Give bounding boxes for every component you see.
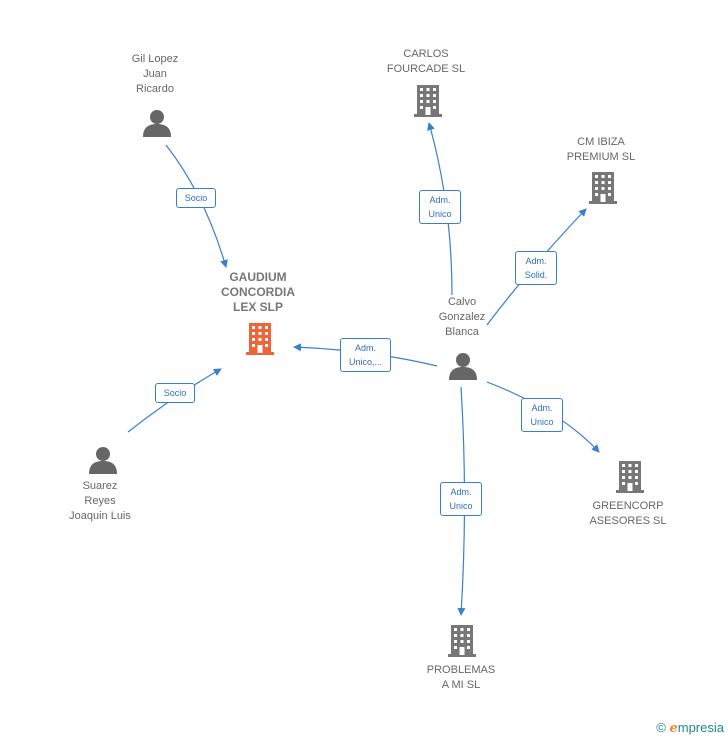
node-label-gaudium[interactable]: GAUDIUM CONCORDIA LEX SLP <box>221 270 295 314</box>
person-icon[interactable] <box>449 353 477 380</box>
edge-label-calvo-gaudium[interactable]: Adm. Unico,... <box>340 338 391 372</box>
node-label-gil[interactable]: Gil Lopez Juan Ricardo <box>131 53 179 95</box>
building-icon[interactable] <box>448 625 476 657</box>
node-label-calvo[interactable]: Calvo Gonzalez Blanca <box>438 296 486 338</box>
brand-initial: e <box>669 721 678 736</box>
building-icon[interactable] <box>589 172 617 204</box>
node-label-cmibiza[interactable]: CM IBIZA PREMIUM SL <box>566 136 636 163</box>
edge-label-calvo-problemas[interactable]: Adm. Unico <box>440 482 482 516</box>
node-label-greencorp[interactable]: GREENCORP ASESORES SL <box>589 500 667 527</box>
edge-label-suarez-gaudium[interactable]: Socio <box>155 383 195 403</box>
brand-logo: © empresia <box>656 720 724 736</box>
node-label-suarez[interactable]: Suarez Reyes Joaquin Luis <box>69 480 131 522</box>
edge-label-calvo-carlos[interactable]: Adm. Unico <box>419 190 461 224</box>
copyright-symbol: © <box>656 720 666 735</box>
brand-name: mpresia <box>677 720 724 735</box>
node-label-carlos[interactable]: CARLOS FOURCADE SL <box>386 48 466 75</box>
building-icon[interactable] <box>414 85 442 117</box>
edge-label-calvo-cmibiza[interactable]: Adm. Solid. <box>515 251 557 285</box>
building-icon[interactable] <box>246 323 274 355</box>
edge-label-gil-gaudium[interactable]: Socio <box>176 188 216 208</box>
building-icon[interactable] <box>616 461 644 493</box>
person-icon[interactable] <box>89 447 117 474</box>
edge-label-calvo-greencorp[interactable]: Adm. Unico <box>521 398 563 432</box>
node-label-problemas[interactable]: PROBLEMAS A MI SL <box>426 664 496 691</box>
company-icons <box>246 85 644 657</box>
person-icon[interactable] <box>143 110 171 137</box>
